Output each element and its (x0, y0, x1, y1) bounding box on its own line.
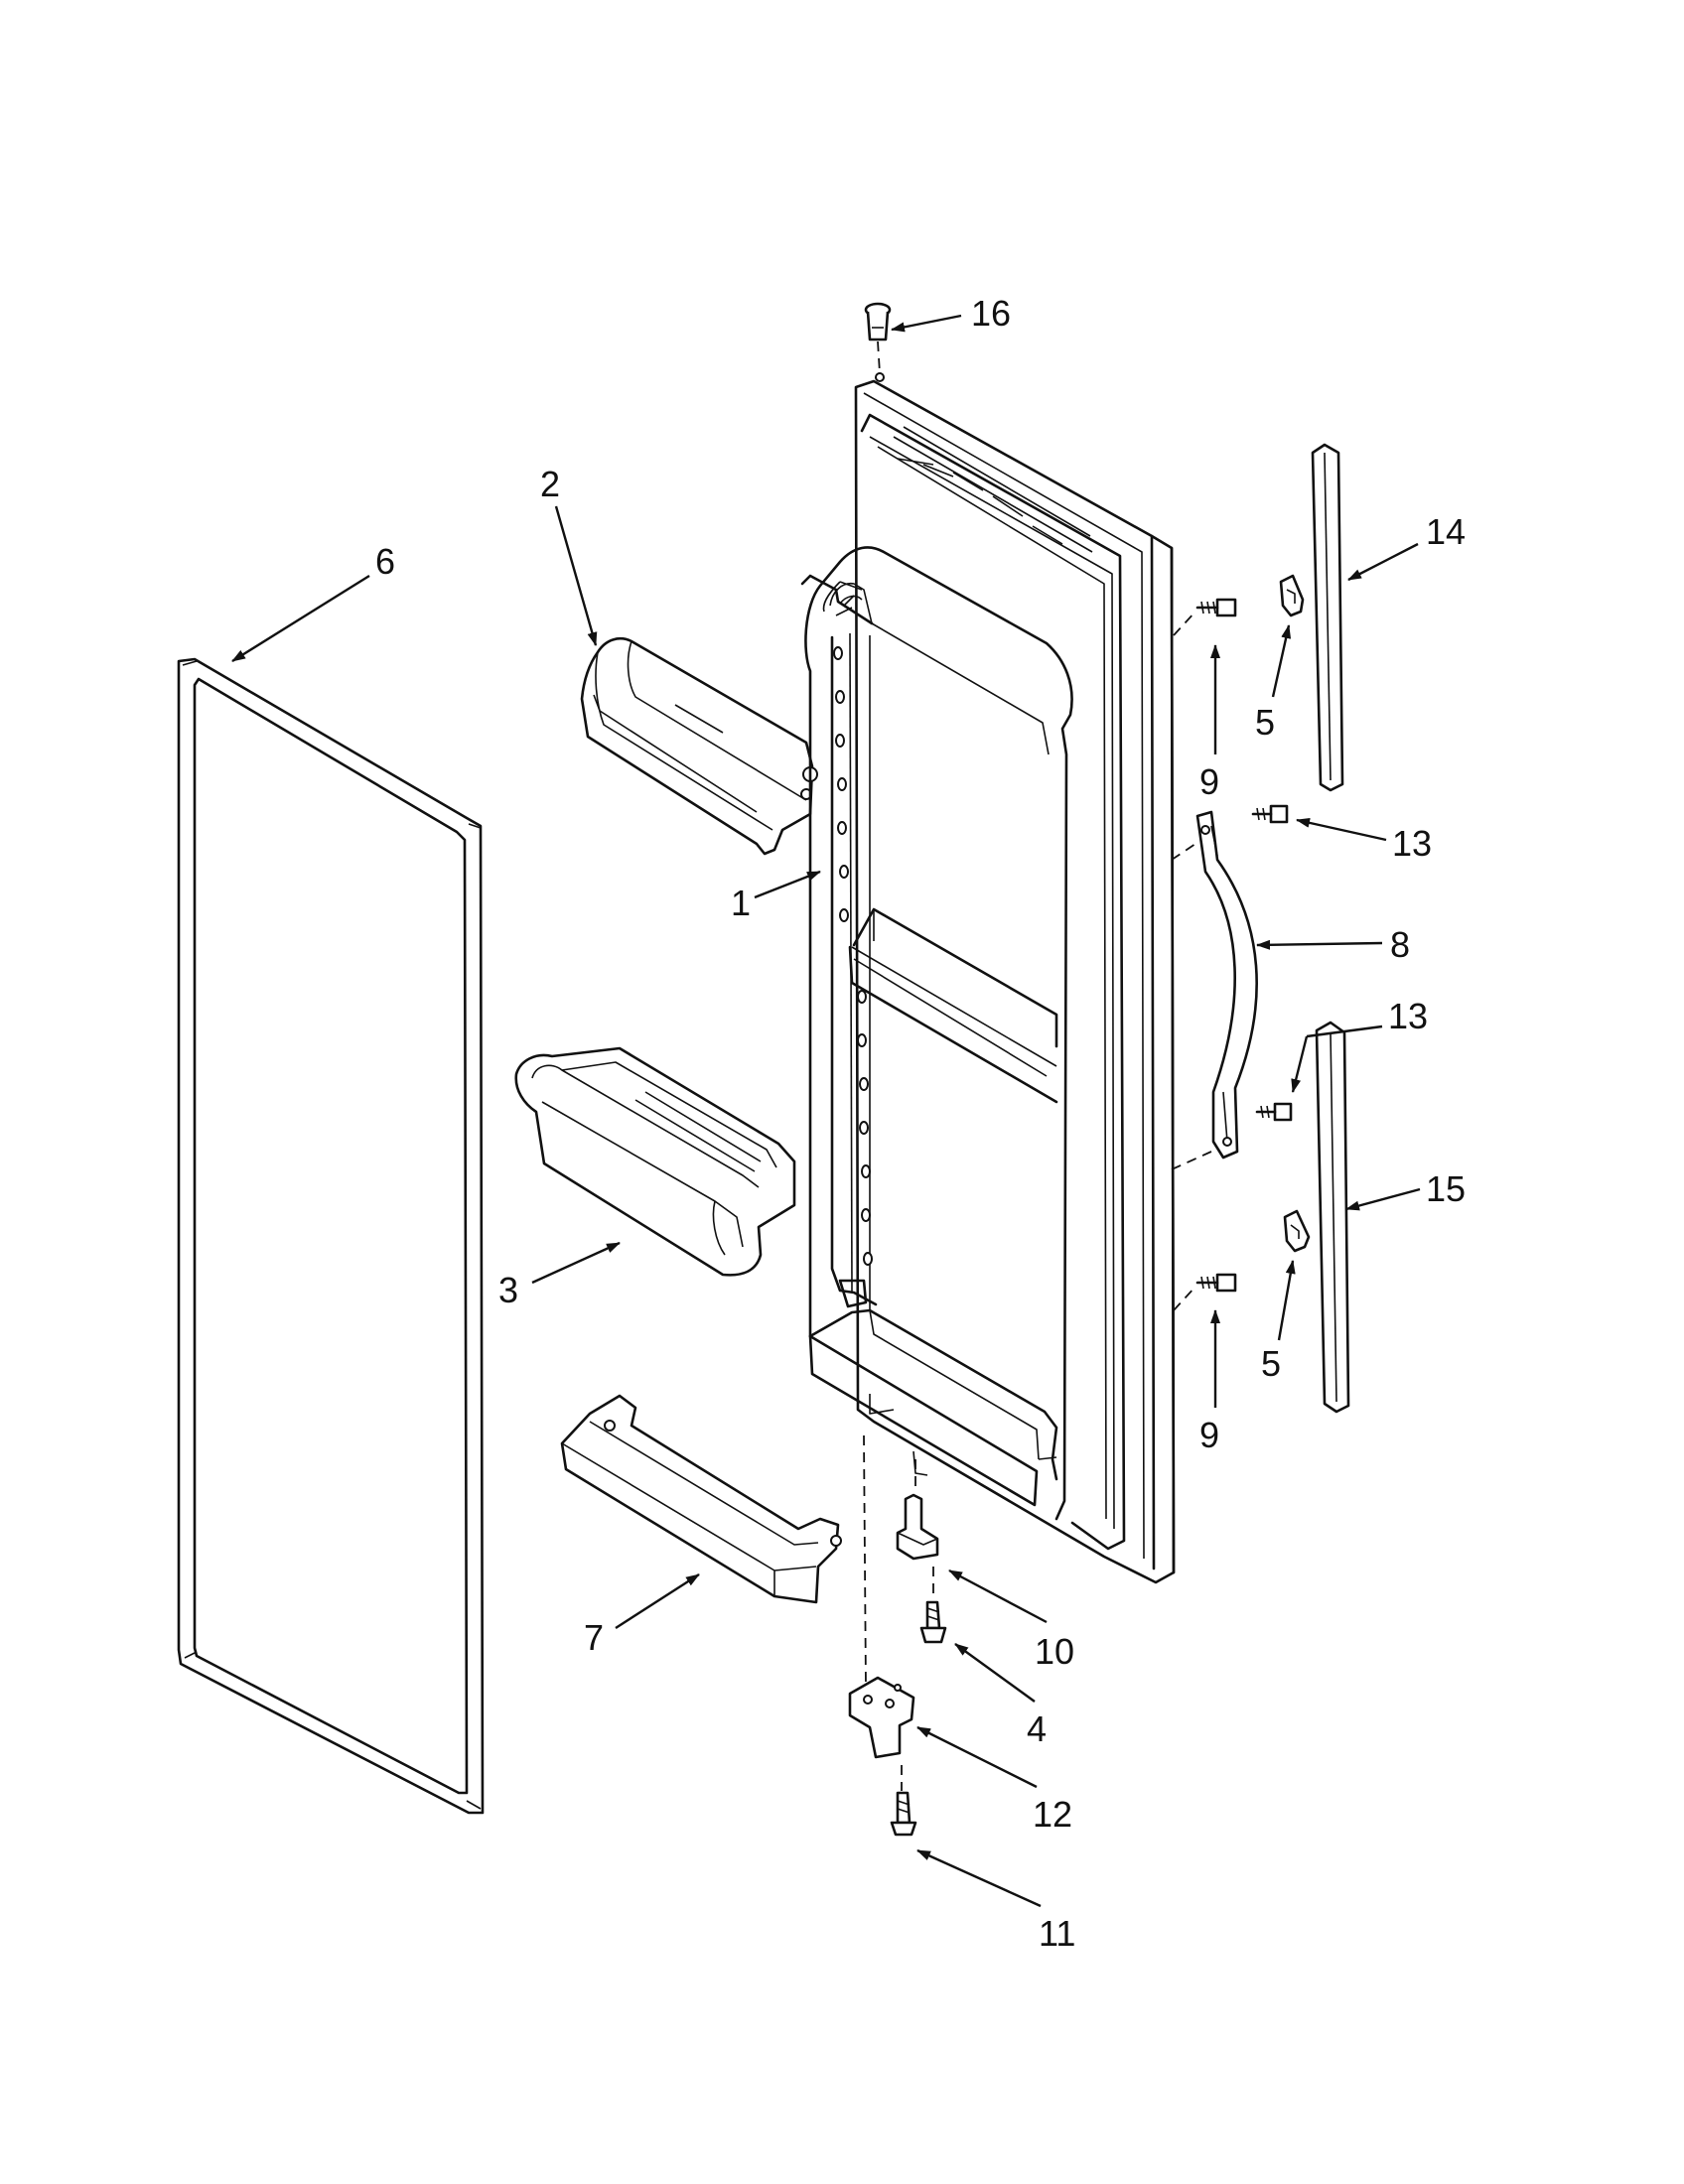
screw-upper (1173, 598, 1237, 636)
door-gasket (177, 657, 485, 1815)
door-plug (864, 302, 892, 382)
callout-13-upper: 13 (1392, 823, 1432, 864)
leader-2 (554, 505, 598, 646)
leader-8 (1256, 939, 1383, 950)
callout-1: 1 (731, 883, 751, 923)
leader-4 (954, 1643, 1036, 1703)
callout-11: 11 (1039, 1913, 1075, 1954)
hinge-pin (896, 1459, 939, 1561)
trim-clip-lower (1283, 1209, 1311, 1253)
leader-10 (948, 1569, 1048, 1624)
leader-3 (531, 1241, 621, 1285)
callout-3: 3 (498, 1270, 518, 1310)
callout-4: 4 (1027, 1708, 1047, 1749)
leader-16 (891, 314, 962, 333)
leader-13a (1296, 817, 1387, 842)
lower-door-trim (1315, 1021, 1350, 1414)
callout-7: 7 (584, 1617, 604, 1658)
callout-16: 16 (971, 293, 1011, 334)
callout-14: 14 (1426, 511, 1466, 552)
leader-5b (1277, 1260, 1296, 1341)
lower-door-shelf (560, 1394, 842, 1604)
leader-6 (231, 574, 370, 663)
leader-11 (916, 1848, 1042, 1908)
callout-13-lower: 13 (1388, 996, 1428, 1036)
callout-labels: 16 2 6 14 5 9 13 1 8 13 15 3 5 9 7 10 4 … (375, 293, 1466, 1954)
dairy-compartment (580, 637, 818, 856)
leader-12 (916, 1725, 1038, 1789)
callout-9-lower: 9 (1199, 1415, 1219, 1455)
leader-15 (1345, 1187, 1421, 1211)
callout-2: 2 (540, 464, 560, 504)
leader-14 (1347, 542, 1419, 582)
refrigerator-door (800, 379, 1176, 1584)
lower-hinge (848, 1434, 915, 1791)
leader-7 (615, 1572, 700, 1630)
leader-5a (1271, 624, 1292, 698)
callout-6: 6 (375, 541, 395, 582)
leader-lines (231, 314, 1421, 1908)
callout-5-upper: 5 (1255, 702, 1275, 743)
leader-1 (754, 870, 821, 899)
screw-lower (1173, 1273, 1237, 1311)
handle-screw-upper (1251, 804, 1289, 824)
callout-8: 8 (1390, 924, 1410, 965)
leader-13b-a (1306, 1024, 1383, 1038)
callout-10: 10 (1035, 1631, 1074, 1672)
callout-5-lower: 5 (1261, 1343, 1281, 1384)
hinge-screw (919, 1567, 947, 1644)
upper-door-trim (1311, 443, 1344, 792)
trim-clip-upper (1279, 574, 1305, 617)
handle-screw-lower (1255, 1102, 1293, 1122)
hinge-bottom-screw (890, 1791, 917, 1837)
door-bin (514, 1046, 796, 1277)
liner-holes (833, 646, 873, 1266)
callout-9-upper: 9 (1199, 761, 1219, 802)
door-handle (1171, 810, 1258, 1170)
callout-15: 15 (1426, 1168, 1466, 1209)
leader-13b-b (1291, 1035, 1309, 1093)
callout-12: 12 (1033, 1794, 1072, 1835)
